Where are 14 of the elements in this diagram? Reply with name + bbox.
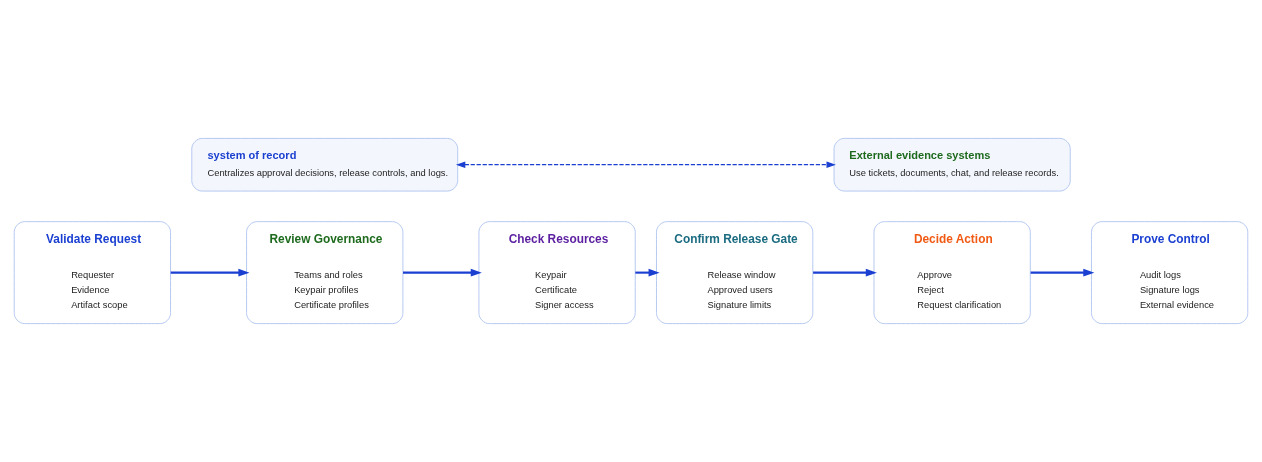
arrow [813,268,877,277]
node-box: Confirm Release Gate Release window Approved users Signature limits [656,221,814,325]
arrow [1030,268,1095,277]
arrow [635,268,660,277]
arrow [455,161,836,168]
arrow [403,268,482,277]
node-box: Check Resources Keypair Certificate Signer access [478,221,636,325]
node-box: External evidence systems Use tickets, documents, chat, and release records. [833,137,1071,192]
node-box: system of record Centralizes approval decisions, release controls, and logs. [191,137,459,192]
node-box: Decide Action Approve Reject Request clarification [873,221,1031,325]
node-box: Prove Control Audit logs Signature logs External evidence [1091,221,1249,325]
node-box: Review Governance Teams and roles Keypair profiles Certificate profiles [246,221,404,325]
node-box: Validate Request Requester Evidence Artifact scope [13,221,171,325]
arrow [170,268,250,277]
